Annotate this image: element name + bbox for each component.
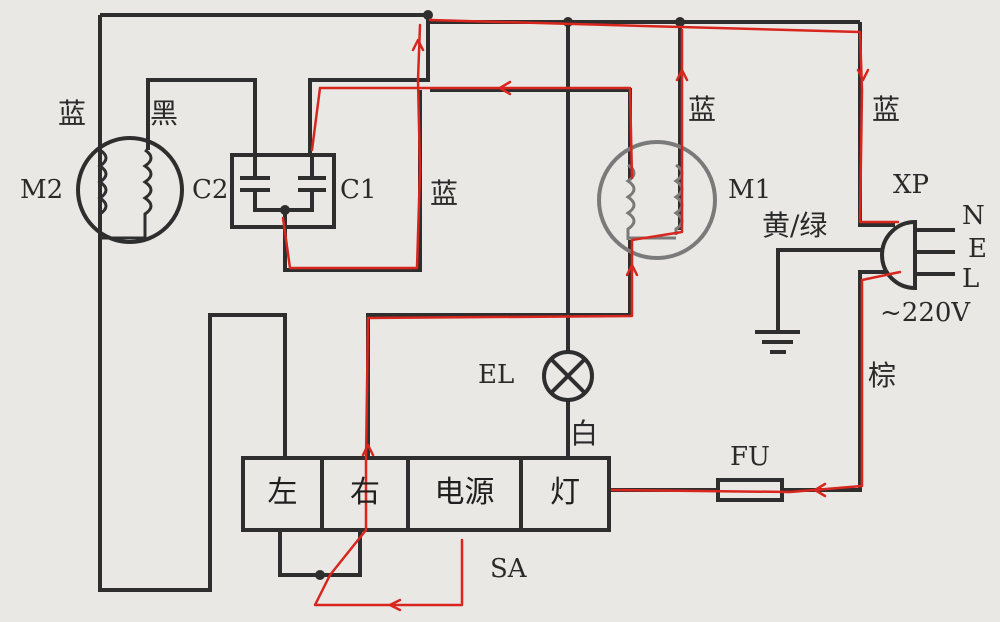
el-wire-label: 白 [570, 417, 599, 450]
fu-fuse [716, 478, 784, 502]
n-label: N [962, 201, 985, 231]
m1-wire-label: 蓝 [688, 93, 717, 126]
xp-label: XP [893, 170, 930, 200]
switch-lamp-label: 灯 [550, 475, 580, 510]
ground-wire-label: 黄/绿 [762, 209, 828, 242]
m2-black-wire [146, 78, 257, 155]
c1-label: C1 [340, 175, 377, 205]
el-label: EL [478, 360, 515, 390]
m1-wire-left [430, 88, 632, 180]
xp-plug [880, 219, 955, 291]
m2-motor [76, 136, 184, 244]
e-label: E [968, 234, 987, 264]
sa-label: SA [490, 554, 527, 584]
m1-motor [597, 140, 717, 260]
switch-right-label: 右 [350, 475, 380, 510]
junction-dot [563, 17, 573, 27]
el-lamp [542, 350, 594, 402]
junction-dot [315, 570, 325, 580]
red-trace [281, 18, 902, 612]
l-label: L [962, 264, 980, 294]
ground-wire [776, 248, 895, 330]
capacitor-junction [280, 205, 290, 215]
m2-top-wire-label: 黑 [150, 97, 179, 130]
m2-label: M2 [20, 175, 64, 205]
junction-dot [675, 17, 685, 27]
m2-left-wire-label: 蓝 [58, 97, 87, 130]
junction-dot [423, 10, 433, 20]
xp-wire-label: 蓝 [872, 93, 901, 126]
xp-n-wire [858, 22, 895, 227]
m2-left-wire [98, 15, 287, 592]
m1-label: M1 [728, 175, 772, 205]
l-wire-label: 棕 [868, 359, 897, 392]
fu-label: FU [730, 442, 770, 472]
c1-blue-wire [308, 22, 430, 155]
switch-left-label: 左 [267, 475, 298, 510]
c2-label: C2 [192, 175, 229, 205]
voltage-label: ~220V [880, 298, 971, 328]
switch-box [241, 456, 611, 532]
c1-wire-label: 蓝 [430, 177, 459, 210]
switch-power-label: 电源 [434, 475, 495, 510]
